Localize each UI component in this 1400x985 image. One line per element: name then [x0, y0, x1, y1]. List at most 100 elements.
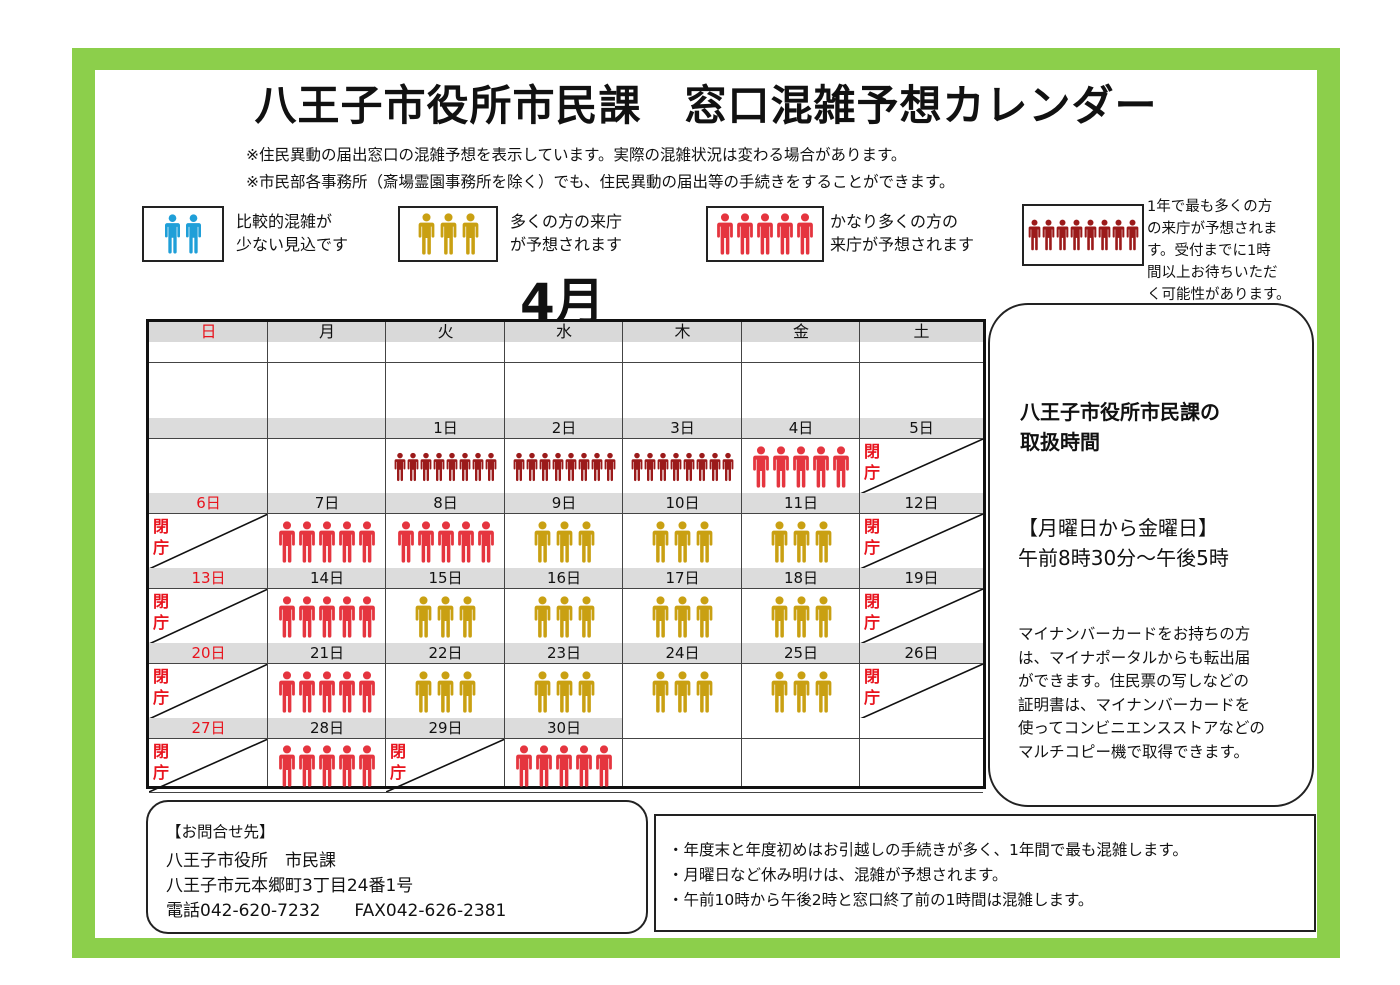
congestion-level-4-icon: [386, 439, 505, 494]
hours-title: 八王子市役所市民課の 取扱時間: [1020, 397, 1220, 457]
date-body-row: 閉庁: [149, 439, 983, 495]
congestion-day-cell: [505, 439, 623, 494]
grid-vline: [741, 322, 742, 786]
legend-4-line-3: す。受付までに1時: [1147, 243, 1271, 259]
mynumber-note: マイナンバーカードをお持ちの方 は、マイナポータルからも転出届 ができます。住民…: [1018, 623, 1265, 764]
date-number: 28日: [309, 719, 345, 737]
closed-diagonal: [149, 514, 268, 569]
weekday-wed: 水: [555, 322, 572, 341]
congestion-note-1: ・年度末と年度初めはお引越しの手続きが多く、1年間で最も混雑します。: [668, 841, 1188, 859]
congestion-day-cell: [505, 664, 623, 719]
date-number: 18日: [783, 569, 819, 587]
grid-vline: [267, 322, 268, 786]
date-number: 7日: [314, 494, 340, 512]
closed-day-cell: 閉庁: [149, 514, 268, 569]
legend-2-line-2: が予想されます: [510, 235, 623, 254]
congestion-notes-box: ・年度末と年度初めはお引越しの手続きが多く、1年間で最も混雑します。 ・月曜日な…: [654, 814, 1316, 932]
legend-icon-box-1: [142, 206, 224, 262]
congestion-day-cell: [386, 514, 505, 569]
congestion-day-cell: [742, 664, 860, 719]
congestion-level-2-icon: [742, 664, 860, 719]
closed-diagonal: [149, 739, 268, 792]
date-number: 9日: [551, 494, 577, 512]
congestion-level-4-icon: [623, 439, 742, 494]
contact-org: 八王子市役所 市民課: [166, 851, 336, 871]
weekday-sat: 土: [913, 322, 930, 341]
congestion-level-2-icon: [623, 664, 742, 719]
congestion-day-cell: [505, 514, 623, 569]
mynumber-note-line-2: は、マイナポータルからも転出届: [1018, 648, 1251, 667]
contact-box: 【お問合せ先】 八王子市役所 市民課 八王子市元本郷町3丁目24番1号 電話04…: [146, 800, 648, 934]
date-number: 6日: [196, 494, 221, 512]
date-number: 23日: [546, 644, 582, 662]
congestion-level-3-icon: [268, 589, 386, 644]
congestion-day-cell: [386, 589, 505, 644]
page-title: 八王子市役所市民課 窓口混雑予想カレンダー: [254, 81, 1158, 130]
closed-diagonal: [386, 739, 505, 792]
congestion-level-2-icon: [623, 589, 742, 644]
closed-diagonal: [860, 664, 983, 719]
grid-vline: [385, 322, 386, 786]
date-number: 5日: [909, 419, 934, 437]
mynumber-note-line-4: 証明書は、マイナンバーカードを: [1018, 695, 1251, 714]
congestion-level-2-icon: [742, 514, 860, 569]
closed-label: 閉庁: [153, 592, 170, 632]
congestion-level-2-icon: [623, 514, 742, 569]
date-body-row: [149, 363, 983, 419]
closed-label: 閉庁: [390, 742, 407, 782]
date-body-row: 閉庁 閉庁: [149, 589, 983, 645]
date-number: 10日: [665, 494, 700, 512]
closed-label: 閉庁: [153, 517, 170, 557]
date-number: 21日: [309, 644, 345, 662]
date-number: 20日: [191, 644, 226, 662]
grid-vline: [504, 322, 505, 786]
congestion-level-2-icon: [742, 589, 860, 644]
closed-label: 閉庁: [864, 517, 881, 557]
closed-diagonal: [149, 589, 268, 644]
closed-label: 閉庁: [153, 742, 170, 782]
date-number: 27日: [191, 719, 226, 737]
mynumber-note-line-5: 使ってコンビニエンスストアなどの: [1018, 719, 1265, 737]
date-number: 24日: [665, 644, 700, 662]
closed-diagonal: [149, 664, 268, 719]
closed-day-cell: 閉庁: [860, 439, 983, 494]
weekday-header-row: 日 月 火 水 木 金 土: [149, 322, 983, 343]
congestion-day-cell: [505, 589, 623, 644]
hours-title-line-2: 取扱時間: [1020, 430, 1100, 454]
congestion-day-cell: [623, 514, 742, 569]
closed-label: 閉庁: [864, 592, 881, 632]
congestion-day-cell: [742, 439, 860, 494]
congestion-day-cell: [623, 439, 742, 494]
congestion-level-2-icon: [505, 514, 623, 569]
closed-day-cell: 閉庁: [860, 514, 983, 569]
date-number: 12日: [904, 494, 939, 512]
legend-text-4: 1年で最も多くの方 の来庁が予想されま す。受付までに1時 間以上お待ちいただ …: [1147, 196, 1291, 306]
legend-3-line-2: 来庁が予想されます: [830, 235, 975, 254]
date-number: 13日: [191, 569, 226, 587]
note-line-1: ※住民異動の届出窓口の混雑予想を表示しています。実際の混雑状況は変わる場合があり…: [246, 146, 907, 164]
legend-4-line-2: の来庁が予想されま: [1147, 221, 1278, 237]
legend-4-line-1: 1年で最も多くの方: [1147, 199, 1273, 215]
mynumber-note-line-1: マイナンバーカードをお持ちの方: [1018, 625, 1251, 643]
congestion-level-3-icon: [505, 739, 623, 792]
congestion-day-cell: [268, 739, 386, 792]
legend-2-line-1: 多くの方の来庁: [510, 212, 623, 231]
date-number: 29日: [428, 719, 463, 737]
legend-text-1: 比較的混雑が 少ない見込です: [236, 210, 348, 256]
congestion-level-3-icon: [268, 739, 386, 792]
people-8-darkred-icon: [1028, 213, 1139, 257]
hours-schedule: 【月曜日から金曜日】 午前8時30分～午後5時: [1018, 513, 1229, 573]
grid-vline: [859, 322, 860, 786]
date-number: 15日: [428, 569, 463, 587]
people-3-gold-icon: [417, 213, 480, 255]
closed-day-cell: 閉庁: [860, 664, 983, 719]
congestion-level-3-icon: [268, 664, 386, 719]
mynumber-note-line-3: ができます。住民票の写しなどの: [1018, 672, 1249, 690]
congestion-level-2-icon: [386, 589, 505, 644]
date-number: 30日: [546, 719, 582, 737]
date-body-row: 閉庁閉庁: [149, 664, 983, 720]
congestion-level-3-icon: [742, 439, 860, 494]
